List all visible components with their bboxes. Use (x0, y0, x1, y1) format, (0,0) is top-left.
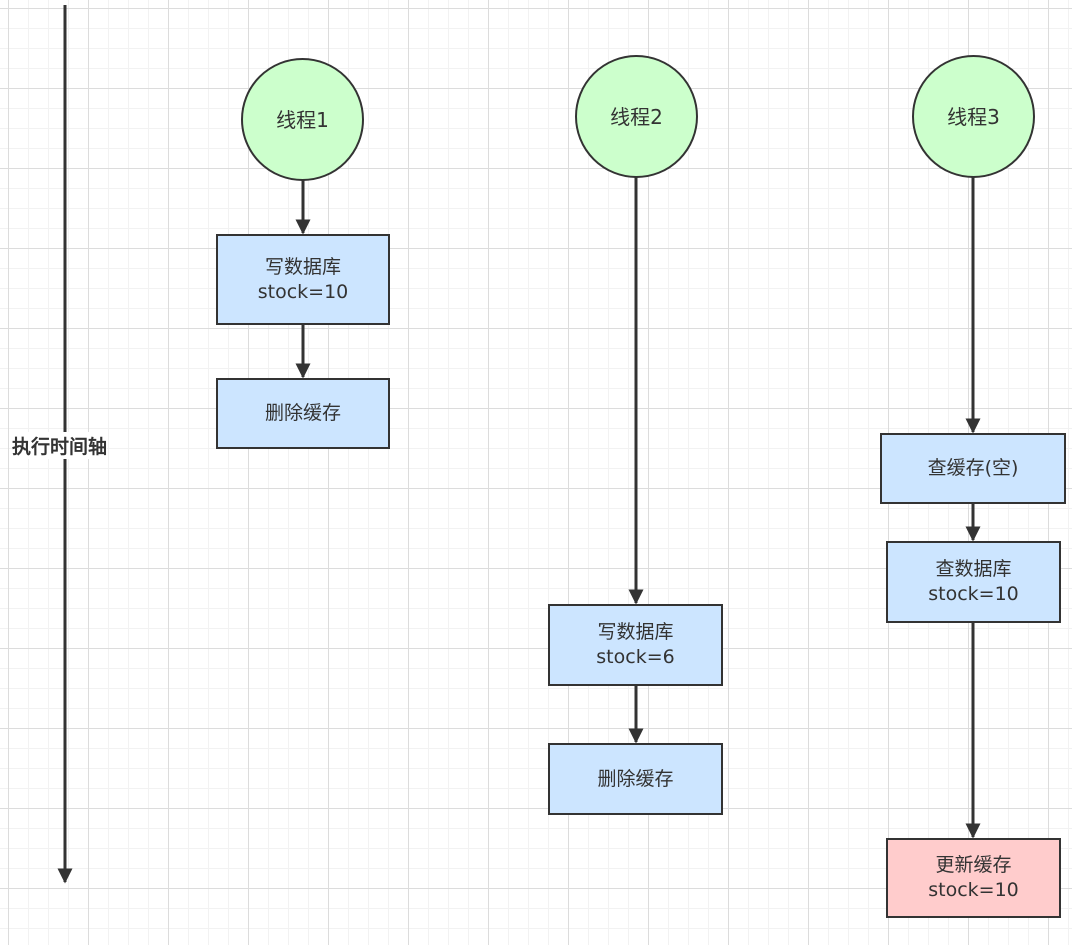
thread-3-update-cache-line2: stock=10 (928, 879, 1019, 901)
time-axis-label: 执行时间轴 (12, 432, 108, 459)
thread-2-delete-cache-label: 删除缓存 (597, 767, 674, 790)
thread-3-query-db-box: 查数据库 stock=10 (886, 541, 1061, 623)
thread-2-write-db-line1: 写数据库 (597, 621, 674, 644)
thread-2-delete-cache-box: 删除缓存 (548, 743, 723, 815)
thread-3-update-cache-line1: 更新缓存 (935, 854, 1012, 877)
thread-3-update-cache-box: 更新缓存 stock=10 (886, 838, 1061, 918)
thread-3-query-db-line2: stock=10 (928, 583, 1019, 605)
thread-2-write-db-line2: stock=6 (596, 646, 675, 668)
thread-3-query-cache-label: 查缓存(空) (927, 457, 1019, 480)
thread-2-title: 线程2 (610, 104, 663, 129)
thread-1-write-db-line1: 写数据库 (264, 255, 341, 278)
thread-1-title: 线程1 (276, 107, 329, 132)
thread-3-query-db-line1: 查数据库 (935, 558, 1012, 581)
thread-1-node: 线程1 (241, 58, 364, 181)
thread-1-delete-cache-box: 删除缓存 (216, 378, 390, 449)
thread-1-write-db-box: 写数据库 stock=10 (216, 234, 390, 325)
thread-3-node: 线程3 (912, 55, 1035, 178)
thread-1-delete-cache-label: 删除缓存 (264, 402, 341, 425)
thread-2-write-db-box: 写数据库 stock=6 (548, 604, 723, 686)
thread-3-query-cache-box: 查缓存(空) (880, 433, 1066, 504)
thread-1-write-db-line2: stock=10 (257, 280, 349, 303)
thread-3-title: 线程3 (947, 104, 1000, 129)
thread-2-node: 线程2 (575, 55, 698, 178)
